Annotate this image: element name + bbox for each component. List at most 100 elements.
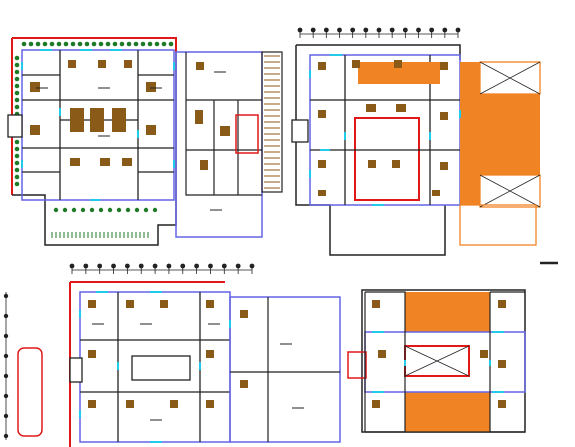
- plan-ground-floor-shrub: [89, 207, 95, 213]
- plan-second-floor-side-note-frame: [17, 347, 43, 437]
- plan-second-floor-furniture: [88, 300, 96, 308]
- plan-ground-floor-shrub: [49, 41, 55, 47]
- plan-ground-floor-shrub: [80, 207, 86, 213]
- plan-ground-floor-furniture: [98, 60, 106, 68]
- plan-first-floor-furniture: [440, 162, 448, 170]
- plan-ground-floor-annex-walls: [185, 52, 262, 196]
- plan-second-floor-grid-marker-bubble: [152, 263, 158, 269]
- plan-second-floor-grid-marker-bubble: [83, 263, 89, 269]
- plan-second-floor-grid-marker-bubble: [124, 263, 130, 269]
- plan-ground-floor-shrub: [14, 146, 20, 152]
- plan-ground-floor-shrub: [116, 207, 122, 213]
- plan-second-floor-grid-marker-bubble: [3, 433, 9, 439]
- plan-first-floor-walls: [310, 55, 460, 205]
- plan-ground-floor-furniture: [30, 125, 40, 135]
- plan-first-floor-grid-marker-bubble: [416, 27, 421, 33]
- plan-first-floor-furniture: [318, 62, 326, 70]
- plan-ground-floor-label-placeholders: [36, 71, 226, 211]
- plan-ground-floor-furniture: [146, 125, 156, 135]
- plan-ground-floor-shrub: [14, 69, 20, 75]
- plan-first-floor-furniture: [394, 60, 402, 68]
- plan-ground-floor-shrub: [77, 41, 83, 47]
- plan-ground-floor-shrub: [140, 41, 146, 47]
- plan-ground-floor-furniture: [70, 108, 84, 132]
- plan-ground-floor-shrub: [14, 62, 20, 68]
- plan-second-floor-grid-marker-bubble: [166, 263, 172, 269]
- plan-first-floor-furniture: [392, 160, 400, 168]
- plan-ground-floor-shrub: [14, 55, 20, 61]
- plan-first-floor-grid-marker-bubble: [323, 27, 329, 33]
- plan-ground-floor-glazing: [21, 49, 175, 201]
- plan-ground-floor-shrub: [62, 207, 68, 213]
- plan-ground-floor-furniture: [220, 126, 230, 136]
- plan-roof-floor-entrance-frame: [347, 351, 367, 379]
- plan-ground-floor-shrub: [14, 90, 20, 96]
- plan-ground-floor-furniture: [70, 158, 80, 166]
- plan-roof-floor-furniture: [498, 360, 506, 368]
- plan-second-floor-atrium: [131, 355, 191, 381]
- plan-first-floor-grid-markers: [297, 27, 461, 38]
- plan-roof-floor-glazing: [372, 331, 504, 393]
- plan-first-floor-grid-marker-bubble: [376, 27, 382, 33]
- plan-ground-floor-shrub: [14, 76, 20, 82]
- plan-second-floor-grid-marker-bubble: [69, 263, 75, 269]
- plan-ground-floor-shrub: [42, 41, 48, 47]
- plan-ground-floor-furniture: [200, 160, 208, 170]
- plan-second-floor-furniture: [126, 400, 134, 408]
- plan-ground-floor-shrub: [161, 41, 167, 47]
- plan-roof-floor-furniture: [480, 350, 488, 358]
- plan-roof-floor-south-court: [405, 392, 490, 432]
- plan-first-floor-furniture: [318, 60, 448, 196]
- plan-ground-floor-furniture: [195, 110, 203, 124]
- plan-first-floor-furniture: [368, 160, 376, 168]
- plan-first-floor-furniture: [440, 112, 448, 120]
- plan-second-floor-grid-marker-bubble: [3, 413, 9, 419]
- plan-second-floor-walls: [80, 292, 230, 442]
- plan-second-floor-grid-marker-bubble: [180, 263, 186, 269]
- plan-roof-floor-furniture: [372, 300, 380, 308]
- plan-second-floor-grid-marker-bubble: [3, 293, 9, 299]
- plan-ground-floor-shrub: [28, 41, 34, 47]
- plan-second-floor-entrance: [69, 357, 83, 383]
- plan-first-floor: [291, 27, 558, 265]
- plan-roof-floor-furniture: [372, 300, 506, 408]
- plan-ground-floor-shrub: [14, 139, 20, 145]
- plan-first-floor-furniture: [318, 160, 326, 168]
- plan-second-floor-furniture: [88, 300, 248, 408]
- plan-ground-floor-shrub: [152, 207, 158, 213]
- plan-ground-floor-furniture: [90, 108, 104, 132]
- plan-first-floor-grid-marker-bubble: [402, 27, 408, 33]
- plan-second-floor-annex-walls: [230, 297, 340, 442]
- plan-second-floor-grid-marker-bubble: [3, 393, 9, 399]
- plan-ground-floor-shrub: [14, 104, 20, 110]
- plan-first-floor-furniture: [440, 62, 448, 70]
- plan-ground-floor-shrub: [154, 41, 160, 47]
- plan-ground-floor-furniture: [122, 158, 132, 166]
- plan-roof-floor-furniture: [372, 400, 380, 408]
- plan-second-floor-grid-marker-bubble: [97, 263, 103, 269]
- plan-ground-floor-shrub: [143, 207, 149, 213]
- plan-first-floor-furniture: [318, 190, 326, 196]
- plan-ground-floor: [7, 37, 283, 246]
- plan-second-floor-furniture: [206, 300, 214, 308]
- plan-second-floor-grid-marker-bubble: [3, 313, 9, 319]
- plan-roof-floor-furniture: [498, 400, 506, 408]
- plan-roof-floor-furniture: [498, 300, 506, 308]
- plan-ground-floor-shrub: [134, 207, 140, 213]
- plan-second-floor-grid-marker-bubble: [138, 263, 144, 269]
- plan-ground-floor-furniture: [100, 158, 110, 166]
- plan-ground-floor-shrub: [112, 41, 118, 47]
- plan-roof-floor-atrium-cross: [404, 345, 470, 377]
- plan-second-floor-grid-marker-bubble: [111, 263, 116, 269]
- plan-second-floor-grid-marker-bubble: [194, 263, 200, 269]
- plan-ground-floor-shrub: [14, 174, 20, 180]
- plan-second-floor-furniture: [240, 380, 248, 388]
- plan-ground-floor-shrub: [56, 41, 62, 47]
- plan-first-floor-void-top-cross: [479, 61, 541, 95]
- plan-ground-floor-shrub: [91, 41, 97, 47]
- plan-ground-floor-shrub: [14, 153, 20, 159]
- plan-ground-floor-annex-ramp-lines: [264, 55, 280, 189]
- plan-first-floor-grid-marker-bubble: [337, 27, 342, 33]
- plan-ground-floor-hall-furniture: [30, 60, 230, 170]
